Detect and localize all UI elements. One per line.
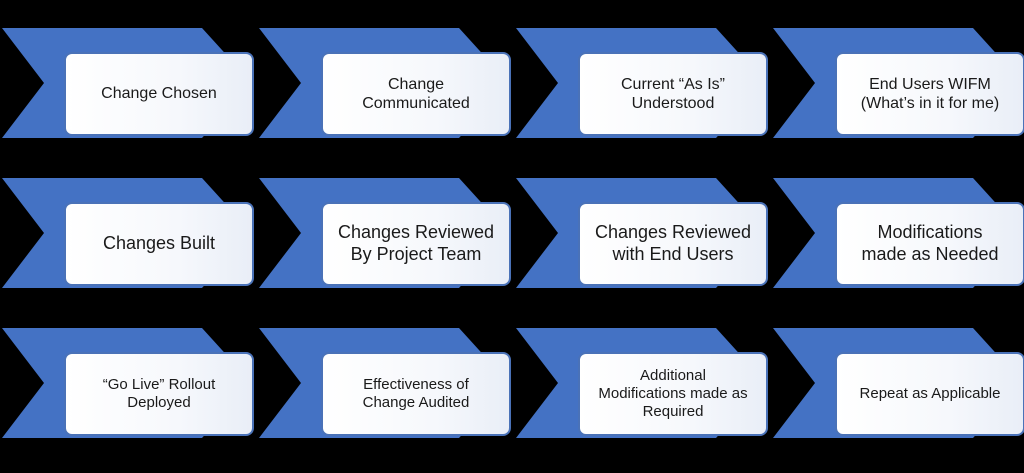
process-step-3: Current “As Is” Understood xyxy=(516,28,768,138)
step-label: Changes Built xyxy=(64,202,254,286)
process-step-10: Effectiveness of Change Audited xyxy=(259,328,511,438)
step-label: Changes Reviewed with End Users xyxy=(578,202,768,286)
step-label: “Go Live” Rollout Deployed xyxy=(64,352,254,436)
step-label: Modifications made as Needed xyxy=(835,202,1024,286)
process-step-8: Modifications made as Needed xyxy=(773,178,1024,288)
step-label: Repeat as Applicable xyxy=(835,352,1024,436)
step-label: Changes Reviewed By Project Team xyxy=(321,202,511,286)
process-step-9: “Go Live” Rollout Deployed xyxy=(2,328,254,438)
step-label: Additional Modifications made as Require… xyxy=(578,352,768,436)
step-label: Current “As Is” Understood xyxy=(578,52,768,136)
step-label: Change Communicated xyxy=(321,52,511,136)
process-step-1: Change Chosen xyxy=(2,28,254,138)
process-step-6: Changes Reviewed By Project Team xyxy=(259,178,511,288)
process-step-5: Changes Built xyxy=(2,178,254,288)
process-step-12: Repeat as Applicable xyxy=(773,328,1024,438)
process-step-2: Change Communicated xyxy=(259,28,511,138)
process-step-7: Changes Reviewed with End Users xyxy=(516,178,768,288)
process-step-11: Additional Modifications made as Require… xyxy=(516,328,768,438)
process-step-4: End Users WIFM (What’s in it for me) xyxy=(773,28,1024,138)
step-label: Change Chosen xyxy=(64,52,254,136)
step-label: End Users WIFM (What’s in it for me) xyxy=(835,52,1024,136)
step-label: Effectiveness of Change Audited xyxy=(321,352,511,436)
